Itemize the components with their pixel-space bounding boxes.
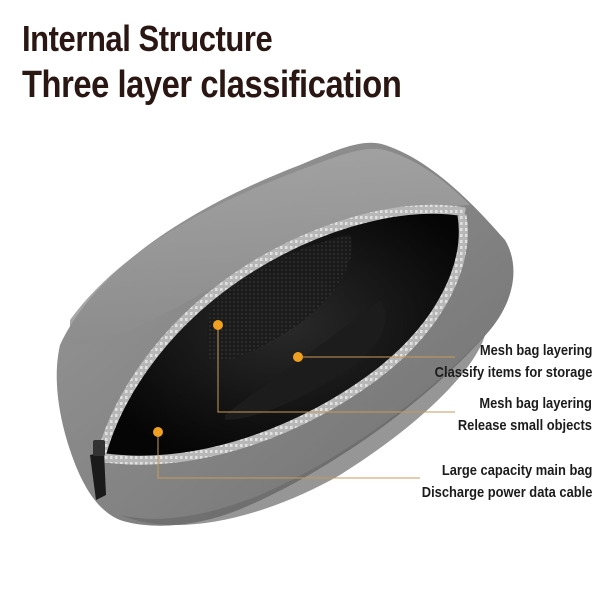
bag-interior — [105, 212, 462, 458]
callout-2-line-2: Release small objects — [457, 417, 592, 434]
callout-1-line-1: Mesh bag layering — [479, 342, 592, 359]
zipper-pull — [90, 440, 106, 500]
callout-2-line-1: Mesh bag layering — [479, 395, 592, 412]
callout-dot-1 — [293, 352, 303, 362]
callout-dot-3 — [153, 427, 163, 437]
title-line-1: Internal Structure — [22, 18, 273, 59]
zipper-tracks — [95, 204, 468, 465]
callout-dots — [153, 320, 303, 437]
callout-leaders — [157, 325, 455, 479]
callout-label-1: Mesh bag layering Classify items for sto… — [434, 340, 592, 384]
callout-3-line-2: Discharge power data cable — [421, 484, 592, 501]
callout-label-2: Mesh bag layering Release small objects — [458, 393, 592, 437]
callout-label-3: Large capacity main bag Discharge power … — [421, 460, 592, 504]
callout-3-line-1: Large capacity main bag — [441, 462, 592, 479]
callout-dot-2 — [213, 320, 223, 330]
title-line-2: Three layer classification — [22, 64, 402, 106]
callout-1-line-2: Classify items for storage — [434, 364, 592, 381]
